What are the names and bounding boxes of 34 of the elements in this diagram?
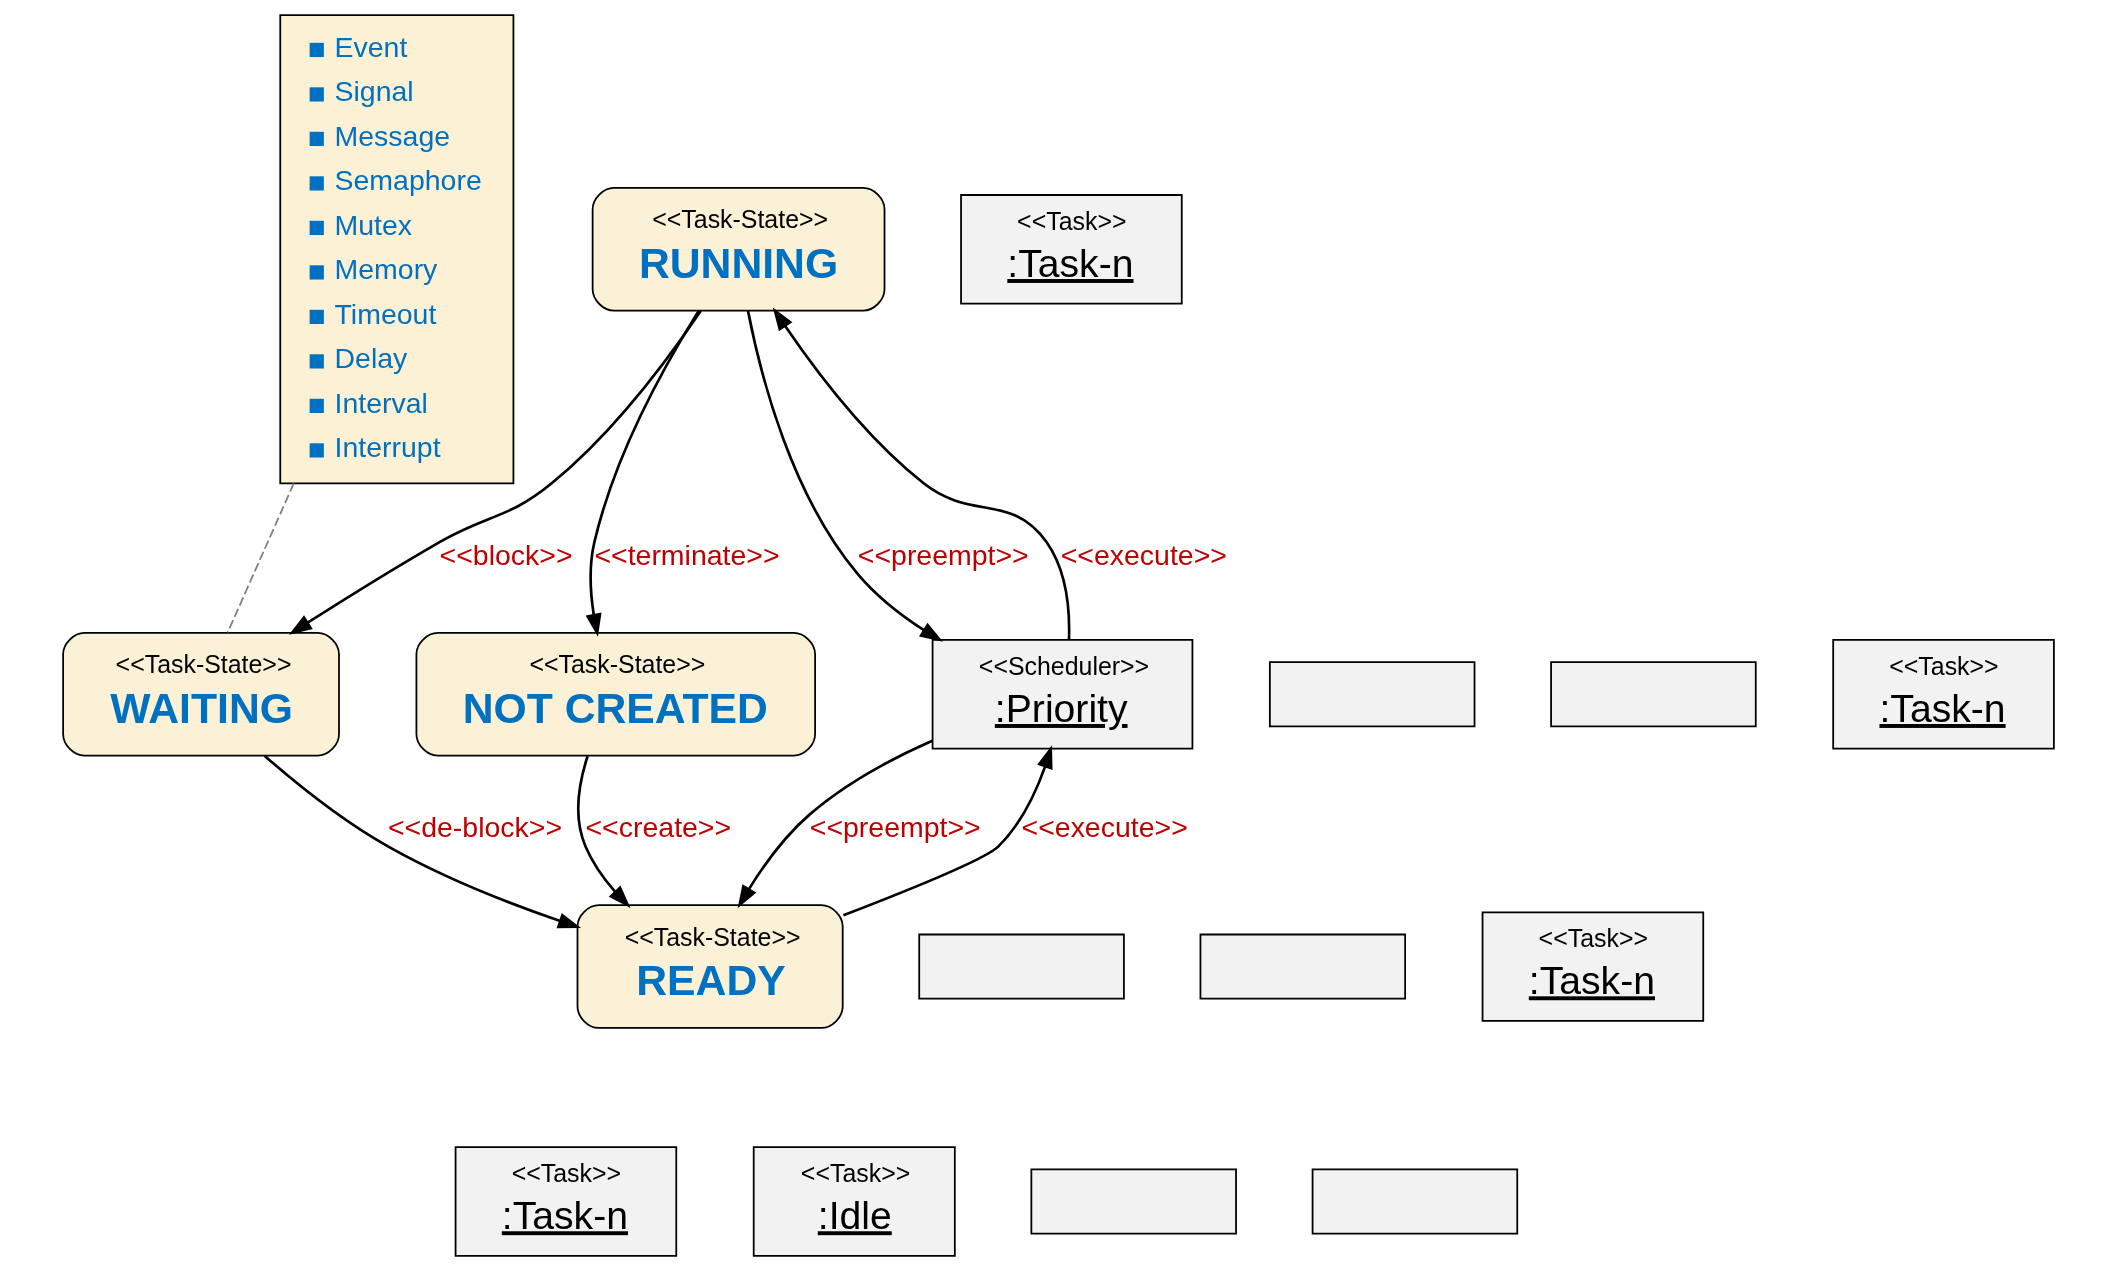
arrow [772, 307, 1070, 640]
edge-label: <<create>> [585, 811, 731, 844]
node-box: <<Task-State>> RUNNING [591, 187, 885, 312]
node-box: <<Task-State>> READY [576, 904, 844, 1029]
node-box [1199, 933, 1406, 1000]
arrow [288, 309, 702, 635]
node-box: <<Scheduler>> :Priority [931, 639, 1193, 750]
edge-label: <<terminate>> [593, 538, 780, 571]
node-box [1311, 1168, 1518, 1235]
edge-label: <<preempt>> [857, 538, 1029, 571]
node-box [1549, 661, 1757, 728]
arrow [842, 745, 1053, 917]
node-box: <<Task>> :Idle [752, 1146, 956, 1257]
edge-label: <<de-block>> [387, 811, 562, 844]
arrow [737, 739, 933, 909]
edge-label: <<preempt>> [809, 811, 981, 844]
node-box: Event Signal Message Semaphore Mutex Memory Timeout Delay Interval Interrupt [278, 14, 514, 485]
node-box: <<Task>> :Task-n [1481, 911, 1704, 1022]
arrow [746, 310, 943, 642]
node-box: <<Task>> :Task-n [1831, 639, 2055, 750]
arrow [576, 755, 631, 908]
node-box: <<Task>> :Task-n [959, 194, 1183, 305]
node-box: <<Task-State>> NOT CREATED [415, 631, 816, 757]
node-box: <<Task-State>> WAITING [61, 631, 340, 757]
edge-label: <<execute>> [1021, 811, 1188, 844]
arrow [263, 754, 581, 929]
node-box [917, 933, 1125, 1000]
arrow [585, 310, 700, 637]
connector [226, 482, 295, 634]
edge-label: <<execute>> [1060, 538, 1227, 571]
edge-label: <<block>> [439, 538, 573, 571]
node-box [1029, 1168, 1237, 1235]
node-box: <<Task>> :Task-n [454, 1146, 677, 1257]
node-box [1268, 661, 1475, 728]
